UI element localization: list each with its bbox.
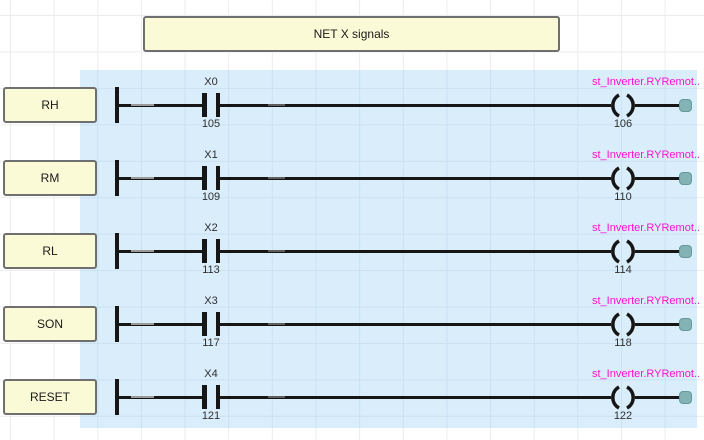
output-coil-icon[interactable] [605, 238, 641, 264]
wire-segment [115, 395, 203, 399]
wire-segment [635, 395, 686, 399]
rung-label-box[interactable]: RL [3, 233, 97, 269]
wire-segment [635, 249, 686, 253]
connector-dot-icon [679, 317, 692, 331]
rung-comment-text: NET X signals [313, 27, 390, 41]
connector-dot-icon [679, 171, 692, 185]
wire-segment [220, 322, 611, 326]
wire-segment [220, 103, 611, 107]
contact-step-number: 109 [201, 191, 221, 203]
contact-device-label: X0 [204, 76, 218, 88]
wire-joint [131, 177, 154, 179]
rung-label-box[interactable]: SON [3, 306, 97, 342]
wire-segment [115, 103, 203, 107]
wire-segment [635, 103, 686, 107]
contact-step-number: 121 [201, 410, 221, 422]
wire-segment [635, 322, 686, 326]
wire-joint [268, 396, 285, 398]
rung-comment-box[interactable]: NET X signals [143, 16, 560, 52]
coil-device-label: st_Inverter.RYRemot.. [591, 368, 700, 380]
rung-label-text: RL [42, 244, 58, 258]
selected-rung-highlight [80, 70, 697, 428]
output-coil-icon[interactable] [605, 165, 641, 191]
coil-device-label: st_Inverter.RYRemot.. [591, 149, 700, 161]
wire-segment [115, 176, 203, 180]
wire-joint [268, 104, 285, 106]
rung-label-box[interactable]: RH [3, 87, 97, 123]
normally-open-contact-icon[interactable] [202, 312, 220, 336]
normally-open-contact-icon[interactable] [202, 385, 220, 409]
connector-dot-icon [679, 98, 692, 112]
connector-dot-icon [679, 244, 692, 258]
coil-step-number: 122 [613, 410, 633, 422]
output-coil-icon[interactable] [605, 311, 641, 337]
coil-step-number: 106 [613, 118, 633, 130]
coil-step-number: 110 [614, 191, 632, 203]
normally-open-contact-icon[interactable] [202, 93, 220, 117]
wire-joint [131, 396, 154, 398]
coil-device-label: st_Inverter.RYRemot.. [591, 222, 700, 234]
contact-step-number: 105 [201, 118, 221, 130]
coil-device-label: st_Inverter.RYRemot.. [591, 295, 700, 307]
rung-label-text: RM [40, 171, 60, 185]
contact-device-label: X3 [204, 295, 218, 307]
rung-label-text: RH [41, 98, 59, 112]
output-coil-icon[interactable] [605, 92, 641, 118]
coil-device-label: st_Inverter.RYRemot.. [591, 76, 700, 88]
wire-joint [268, 323, 285, 325]
coil-step-number: 114 [614, 264, 632, 276]
wire-segment [220, 395, 611, 399]
rung-label-box[interactable]: RM [3, 160, 97, 196]
wire-joint [268, 250, 285, 252]
wire-segment [220, 176, 611, 180]
contact-device-label: X2 [204, 222, 218, 234]
contact-step-number: 113 [202, 264, 220, 276]
coil-step-number: 118 [614, 337, 632, 349]
contact-device-label: X1 [204, 149, 218, 161]
normally-open-contact-icon[interactable] [202, 166, 220, 190]
wire-segment [220, 249, 611, 253]
wire-segment [115, 322, 203, 326]
wire-joint [131, 323, 154, 325]
wire-segment [115, 249, 203, 253]
rung-label-text: RESET [29, 390, 70, 404]
wire-joint [131, 104, 154, 106]
rung-label-box[interactable]: RESET [3, 379, 97, 415]
connector-dot-icon [679, 390, 692, 404]
contact-step-number: 117 [202, 337, 220, 349]
contact-device-label: X4 [204, 368, 218, 380]
normally-open-contact-icon[interactable] [202, 239, 220, 263]
wire-segment [635, 176, 686, 180]
wire-joint [268, 177, 285, 179]
wire-joint [131, 250, 154, 252]
output-coil-icon[interactable] [605, 384, 641, 410]
rung-label-text: SON [36, 317, 63, 331]
